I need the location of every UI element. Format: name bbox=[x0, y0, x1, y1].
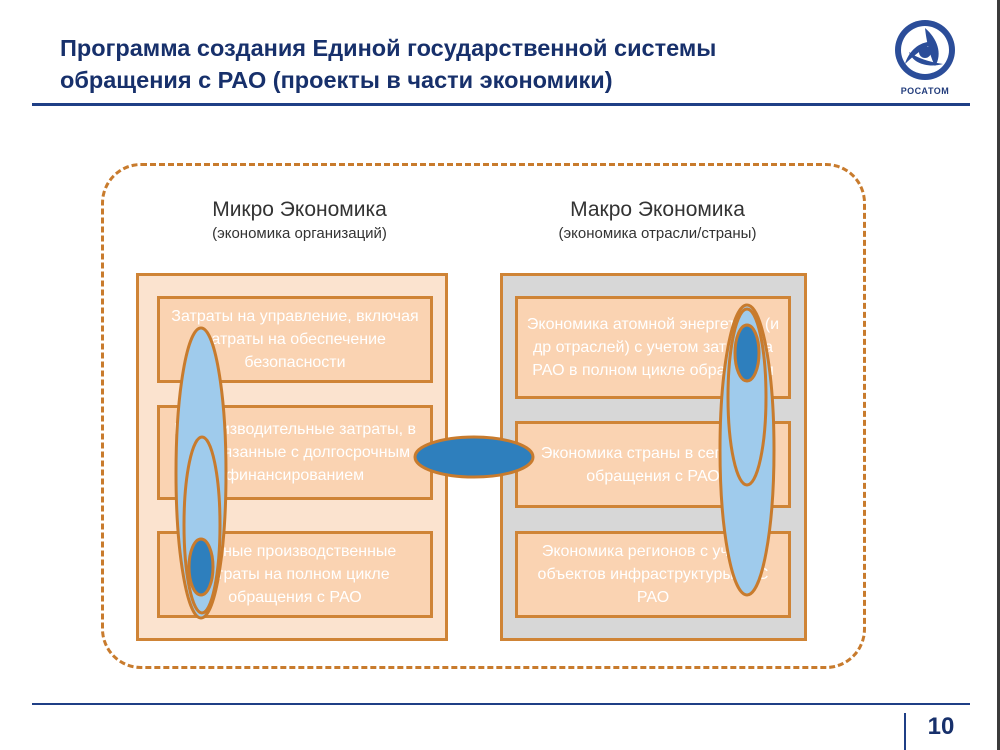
macro-box-country-economy: Экономика страны в сегменте обращения с … bbox=[515, 421, 791, 508]
rosatom-logo: РОСАТОМ bbox=[885, 14, 965, 104]
macro-box-nuclear-energy-economy: Экономика атомной энергетики (и др отрас… bbox=[515, 296, 791, 399]
micro-box-management-costs: Затраты на управление, включая затраты н… bbox=[157, 296, 433, 383]
macro-box-regional-economy: Экономика регионов с учетом объектов инф… bbox=[515, 531, 791, 618]
logo-text: РОСАТОМ bbox=[900, 86, 950, 96]
micro-box-unproductive-costs: Непроизводительные затраты, в т.ч. связа… bbox=[157, 405, 433, 500]
slide-title: Программа создания Единой государственно… bbox=[60, 32, 880, 96]
title-underline bbox=[32, 103, 970, 106]
window-edge bbox=[997, 0, 1000, 750]
footer-rule bbox=[32, 703, 970, 705]
atom-icon bbox=[895, 20, 955, 80]
macro-subheading: (экономика отрасли/страны) bbox=[558, 225, 757, 242]
micro-box-full-production-costs: Полные производственные затраты на полно… bbox=[157, 531, 433, 618]
macro-heading: Макро Экономика bbox=[570, 198, 745, 221]
dashed-frame bbox=[101, 163, 866, 669]
macro-header: Макро Экономика (экономика отрасли/стран… bbox=[500, 196, 815, 244]
title-line-1: Программа создания Единой государственно… bbox=[60, 35, 717, 61]
page-number-separator bbox=[904, 713, 906, 750]
micro-header: Микро Экономика (экономика организаций) bbox=[136, 196, 463, 244]
micro-heading: Микро Экономика bbox=[212, 198, 387, 221]
page-number: 10 bbox=[927, 713, 955, 740]
title-line-2: обращения с РАО (проекты в части экономи… bbox=[60, 67, 613, 93]
micro-subheading: (экономика организаций) bbox=[212, 225, 387, 242]
